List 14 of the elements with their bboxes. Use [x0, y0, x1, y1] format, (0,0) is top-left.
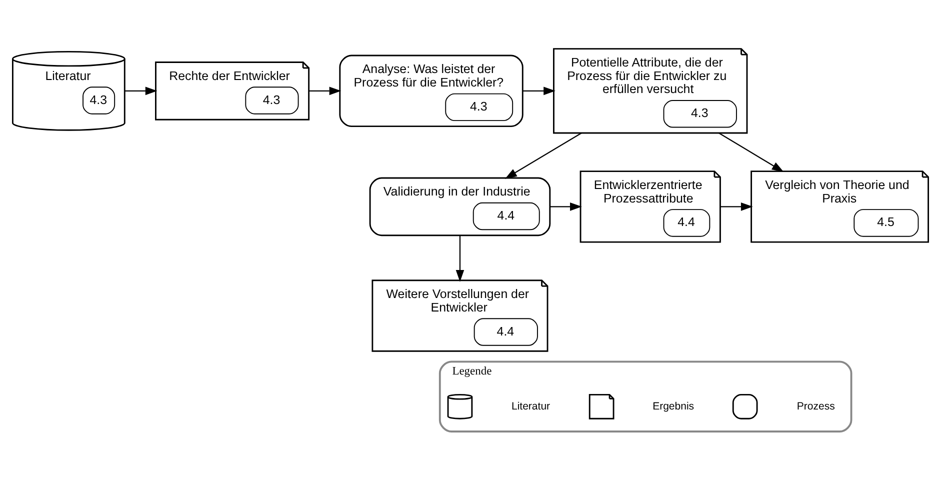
- arrow: [308, 86, 342, 95]
- node-box: [732, 393, 758, 419]
- arrow: [504, 132, 582, 178]
- node-box: Analyse: Was leistet der Prozess für die Entwickler? 4.3: [339, 54, 524, 127]
- arrow: [718, 132, 784, 172]
- arrow: [522, 86, 556, 95]
- arrow: [124, 86, 158, 95]
- legend-label: Literatur: [511, 400, 550, 412]
- legend-label: Ergebnis: [652, 400, 694, 412]
- arrow: [456, 235, 464, 282]
- arrow: [550, 202, 582, 210]
- node-box: Validierung in der Industrie 4.4: [369, 176, 551, 236]
- legend-label: Prozess: [796, 400, 835, 412]
- arrow: [720, 202, 753, 210]
